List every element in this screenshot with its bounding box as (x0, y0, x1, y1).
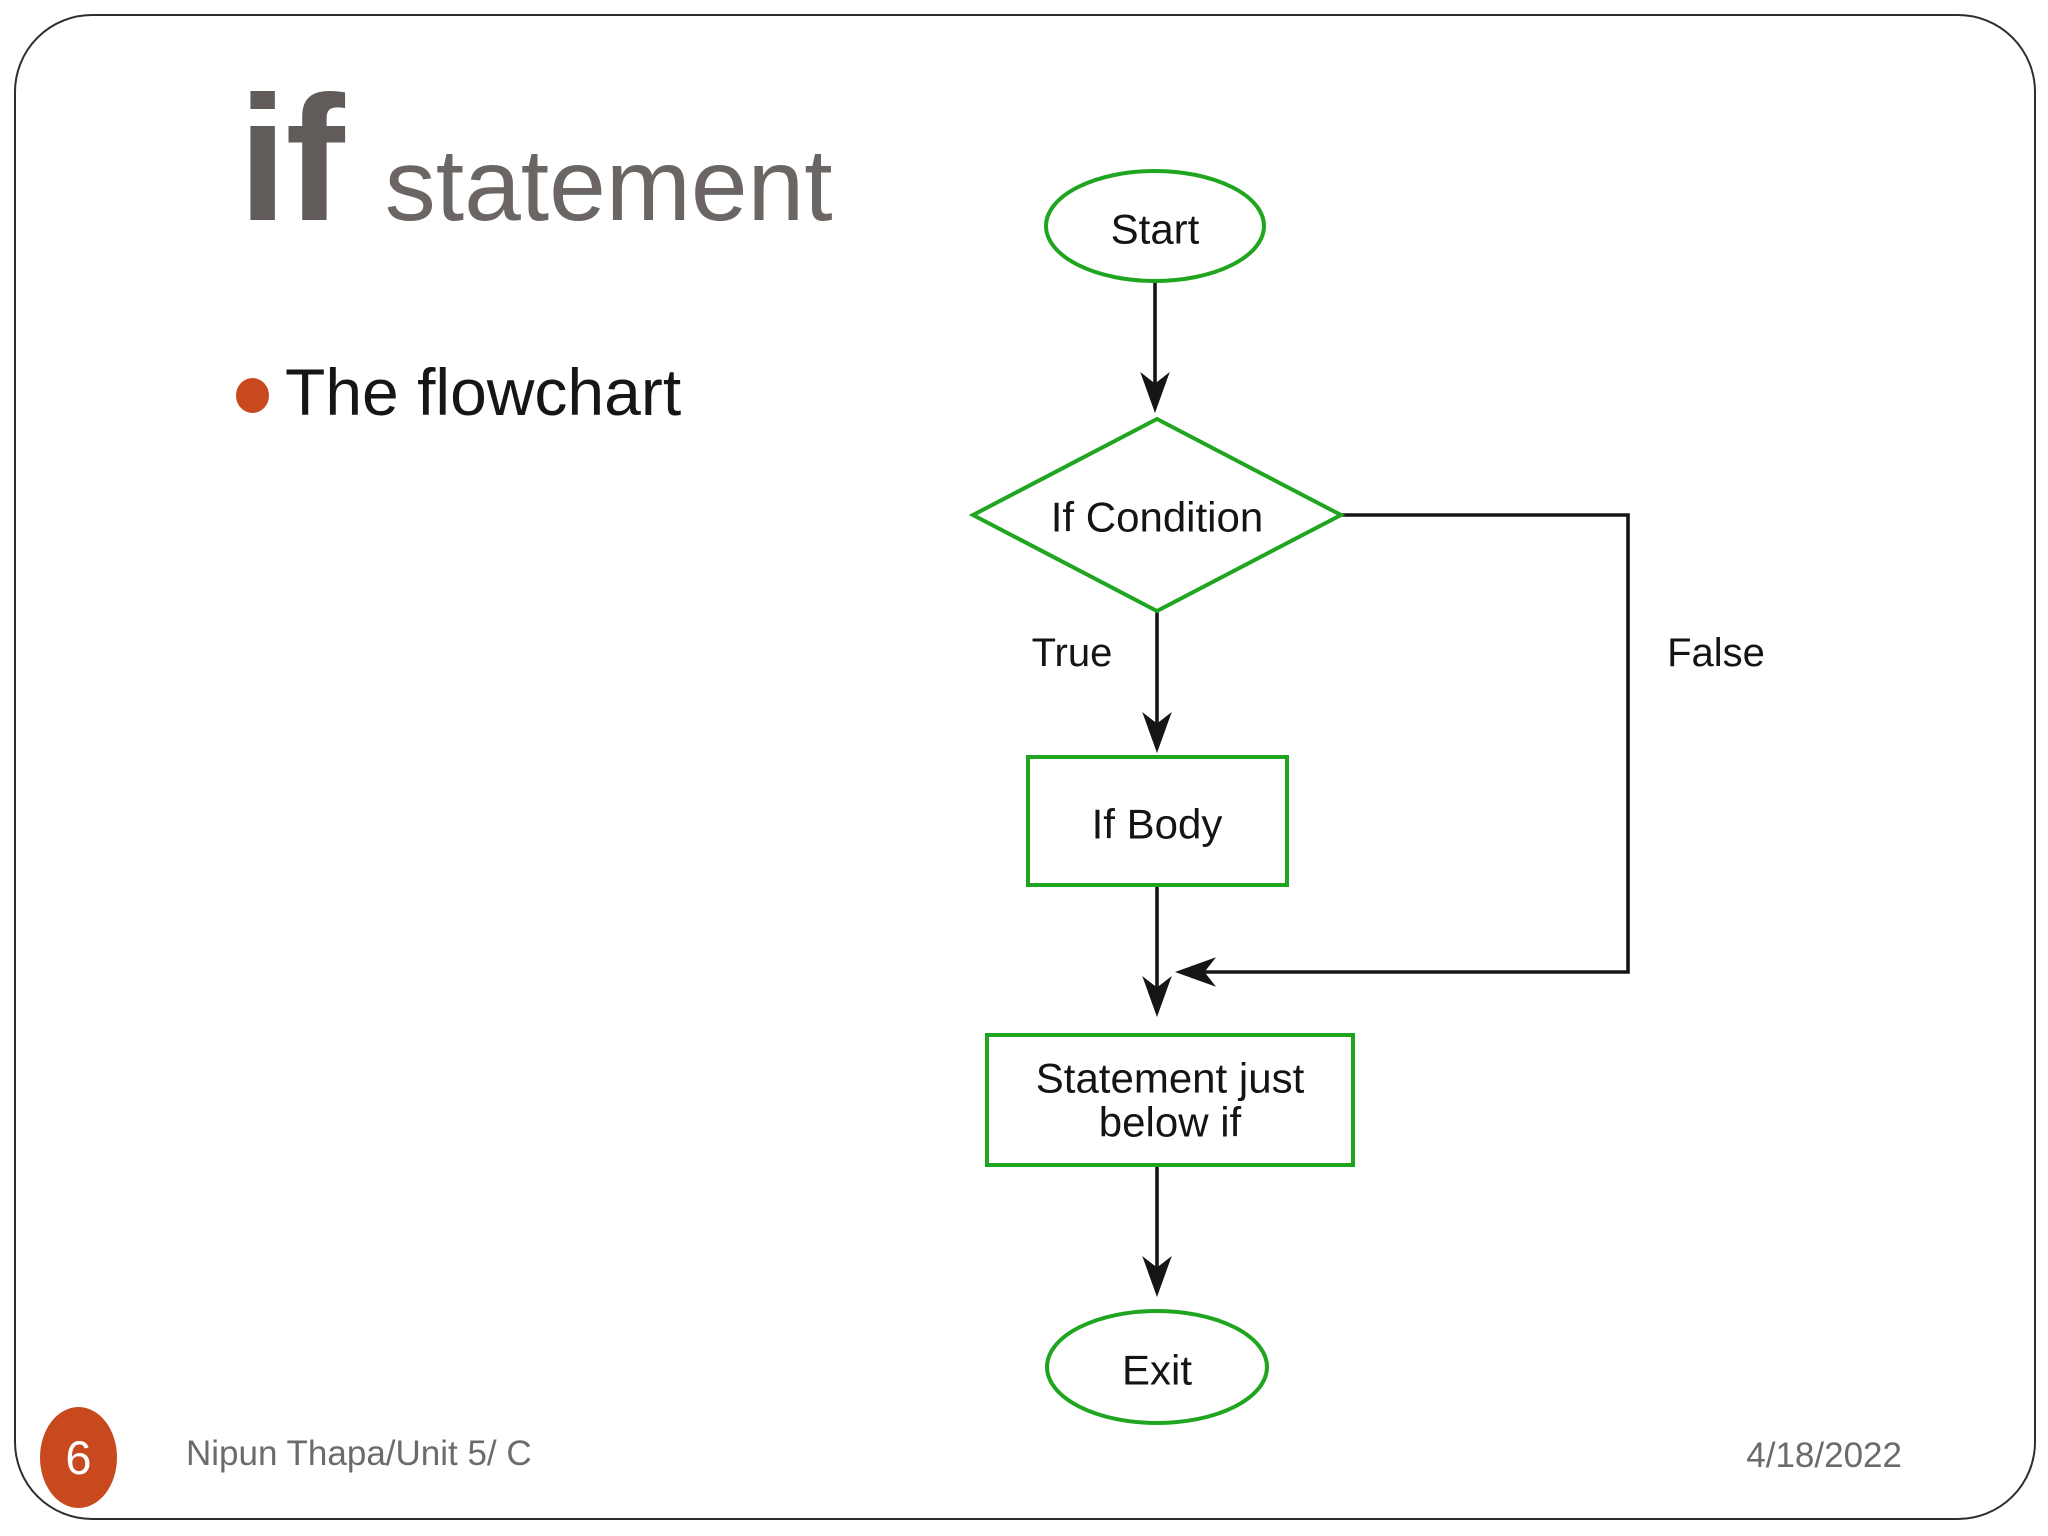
if-body-rect (1026, 755, 1289, 887)
footer-author: Nipun Thapa/Unit 5/ C (186, 1434, 532, 1473)
page-number-badge: 6 (40, 1407, 117, 1508)
condition-label: If Condition (1051, 494, 1263, 541)
edge-condition-false-to-merge (1174, 513, 1630, 987)
if-body-label: If Body (1092, 801, 1223, 848)
slide-title: if statement (238, 56, 833, 261)
bullet-text: The flowchart (285, 355, 682, 429)
label-true: True (1032, 631, 1113, 675)
statement-label-line2: below if (1099, 1099, 1242, 1146)
bullet-item: The flowchart (236, 356, 681, 429)
statement-label-line1: Statement just (1036, 1055, 1305, 1102)
title-keyword: if (238, 59, 345, 258)
exit-label: Exit (1122, 1347, 1192, 1394)
title-rest: statement (384, 128, 833, 242)
page-number: 6 (65, 1431, 92, 1484)
flow-node-statement: Statement just below if (985, 1033, 1355, 1167)
start-ellipse (1044, 169, 1266, 283)
statement-rect (985, 1033, 1355, 1167)
exit-ellipse (1045, 1309, 1269, 1425)
bullet-icon (236, 378, 269, 413)
flow-node-start: Start (1044, 169, 1266, 283)
flow-node-exit: Exit (1045, 1309, 1269, 1425)
label-false: False (1667, 631, 1765, 675)
slide-frame: if statement The flowchart 6 Nipun Thapa/… (14, 14, 2036, 1520)
start-label: Start (1111, 206, 1200, 253)
flow-node-condition: If Condition (968, 416, 1346, 614)
condition-diamond (968, 416, 1346, 614)
footer-date: 4/18/2022 (1746, 1436, 1902, 1475)
flow-node-if-body: If Body (1026, 755, 1289, 887)
